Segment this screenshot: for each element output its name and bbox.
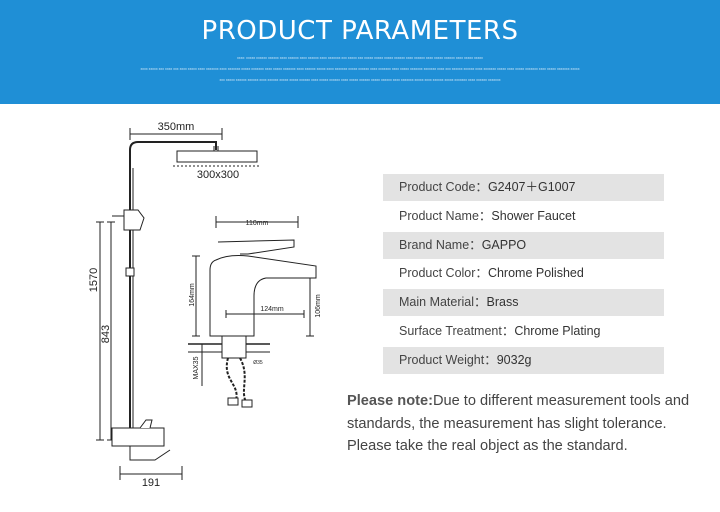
spec-label: Product Weight： (399, 352, 497, 367)
dim-total-height: 1570 (88, 268, 100, 292)
spec-row-product-weight: Product Weight：9032g (383, 346, 664, 374)
spec-value: G2407＋G1007 (487, 180, 576, 194)
dim-lower-height: 843 (100, 325, 112, 343)
dim-faucet-height: 164mm (189, 283, 196, 307)
spec-label: Product Code： (399, 180, 488, 194)
dim-base-width: 191 (142, 477, 160, 489)
spec-row-main-material: Main Material：Brass (383, 289, 664, 317)
spec-value: Shower Faucet (491, 208, 576, 223)
dim-max-thickness: MAX35 (193, 356, 200, 379)
banner-fine-print: xxx xxxxx xxxxxx xxxxxx xxxx xxxxxx xxxx… (219, 78, 501, 82)
spec-value: GAPPO (481, 237, 527, 252)
please-note: Please note:Due to different measurement… (347, 390, 707, 458)
banner-fine-print: xxxx: xxxxx xxxxxx xxxxxx xxxx xxxxxx xx… (237, 56, 483, 60)
spec-row-surface-treatment: Surface Treatment：Chrome Plating (383, 318, 664, 345)
header-banner: PRODUCT PARAMETERS xxxx: xxxxx xxxxxx xx… (0, 0, 720, 104)
dim-hole: Ø35 (253, 360, 263, 366)
spec-row-product-code: Product Code：G2407＋G1007 (383, 174, 664, 201)
note-text: Due to different measurement tools and s… (347, 393, 690, 454)
dim-top-width: 350mm (158, 121, 195, 133)
dim-spout-height: 106mm (315, 294, 322, 318)
page-title: PRODUCT PARAMETERS (201, 16, 519, 46)
spec-label: Brand Name： (399, 237, 482, 252)
spec-value: 9032g (496, 352, 532, 367)
spec-value: Chrome Polished (487, 266, 584, 281)
spec-label: Surface Treatment： (399, 323, 515, 338)
dim-faucet-width: 110mm (246, 220, 269, 227)
note-heading: Please note: (347, 393, 433, 409)
banner-fine-print: xxxx xxxxx xxx xxxx xxx xxxx xxxxx xxxx … (140, 67, 580, 71)
technical-drawing: 350mm 300x300 1570 843 191 110mm 164mm 1… (88, 121, 322, 489)
spec-table: Product Code：G2407＋G1007 Product Name：Sh… (383, 174, 664, 376)
spec-value: Chrome Plating (514, 323, 601, 338)
spec-label: Product Color： (399, 266, 488, 281)
dim-head-size: 300x300 (197, 169, 239, 181)
spec-row-brand-name: Brand Name：GAPPO (383, 231, 664, 259)
dim-spout-reach: 124mm (260, 306, 284, 313)
spec-label: Product Name： (399, 208, 492, 223)
spec-label: Main Material： (399, 295, 487, 310)
spec-row-product-color: Product Color：Chrome Polished (383, 260, 664, 287)
spec-row-product-name: Product Name：Shower Faucet (383, 203, 664, 230)
spec-value: Brass (486, 295, 519, 310)
